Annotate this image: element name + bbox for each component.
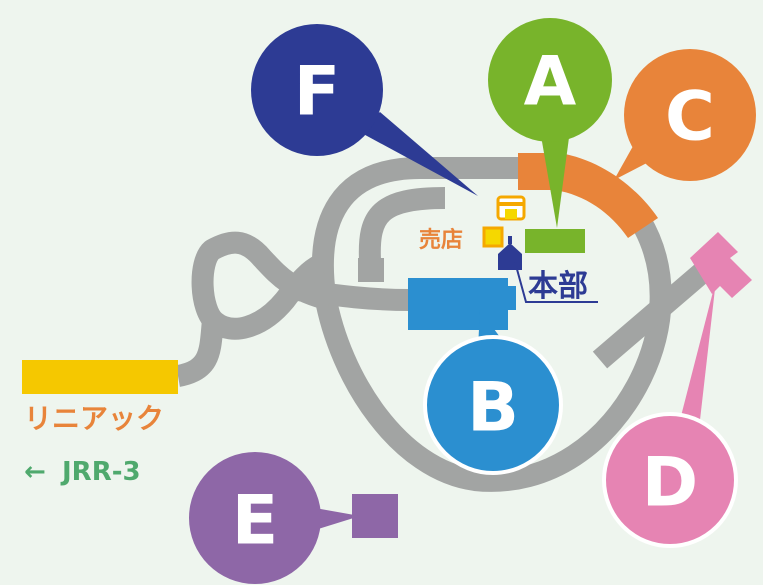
shop-marker	[482, 226, 504, 248]
jrr3-label: JRR-3	[60, 457, 141, 487]
marker-a-letter: A	[524, 43, 577, 122]
marker-f-letter: F	[294, 53, 340, 132]
marker-f-pointer	[356, 112, 478, 196]
facility-a-building	[525, 229, 585, 253]
marker-a[interactable]: A	[488, 18, 612, 228]
facility-d-building	[690, 232, 752, 298]
facility-b-building	[408, 278, 516, 330]
headquarters-leader-line	[514, 261, 598, 303]
marker-f[interactable]: F	[251, 24, 478, 196]
linac-label: リニアック	[24, 402, 164, 435]
marker-d-letter: D	[642, 444, 698, 523]
marker-b[interactable]: B	[423, 310, 563, 475]
marker-d-pointer	[680, 280, 716, 420]
shop-label: 売店	[419, 227, 463, 253]
marker-c-letter: C	[665, 78, 715, 157]
linac-building	[22, 360, 178, 394]
inner-stub-end	[358, 258, 384, 282]
jrr3-arrow: ←	[24, 457, 46, 487]
headquarters-label: 本部	[528, 269, 588, 304]
marker-d[interactable]: D	[602, 280, 738, 548]
shop-icon	[496, 195, 526, 221]
marker-e[interactable]: E	[189, 452, 360, 584]
road-network	[175, 157, 713, 492]
inner-stub-road	[358, 187, 446, 261]
marker-a-pointer	[540, 130, 570, 228]
linac-link-road	[175, 318, 224, 387]
d-access-road	[592, 261, 713, 369]
marker-b-letter: B	[467, 369, 519, 448]
left-loop-road	[191, 231, 333, 340]
jrr3-direction[interactable]: ← JRR-3	[24, 457, 141, 487]
marker-c[interactable]: C	[614, 49, 756, 181]
marker-e-pointer	[315, 508, 360, 530]
main-loop-road	[311, 157, 672, 492]
marker-e-letter: E	[232, 482, 278, 561]
